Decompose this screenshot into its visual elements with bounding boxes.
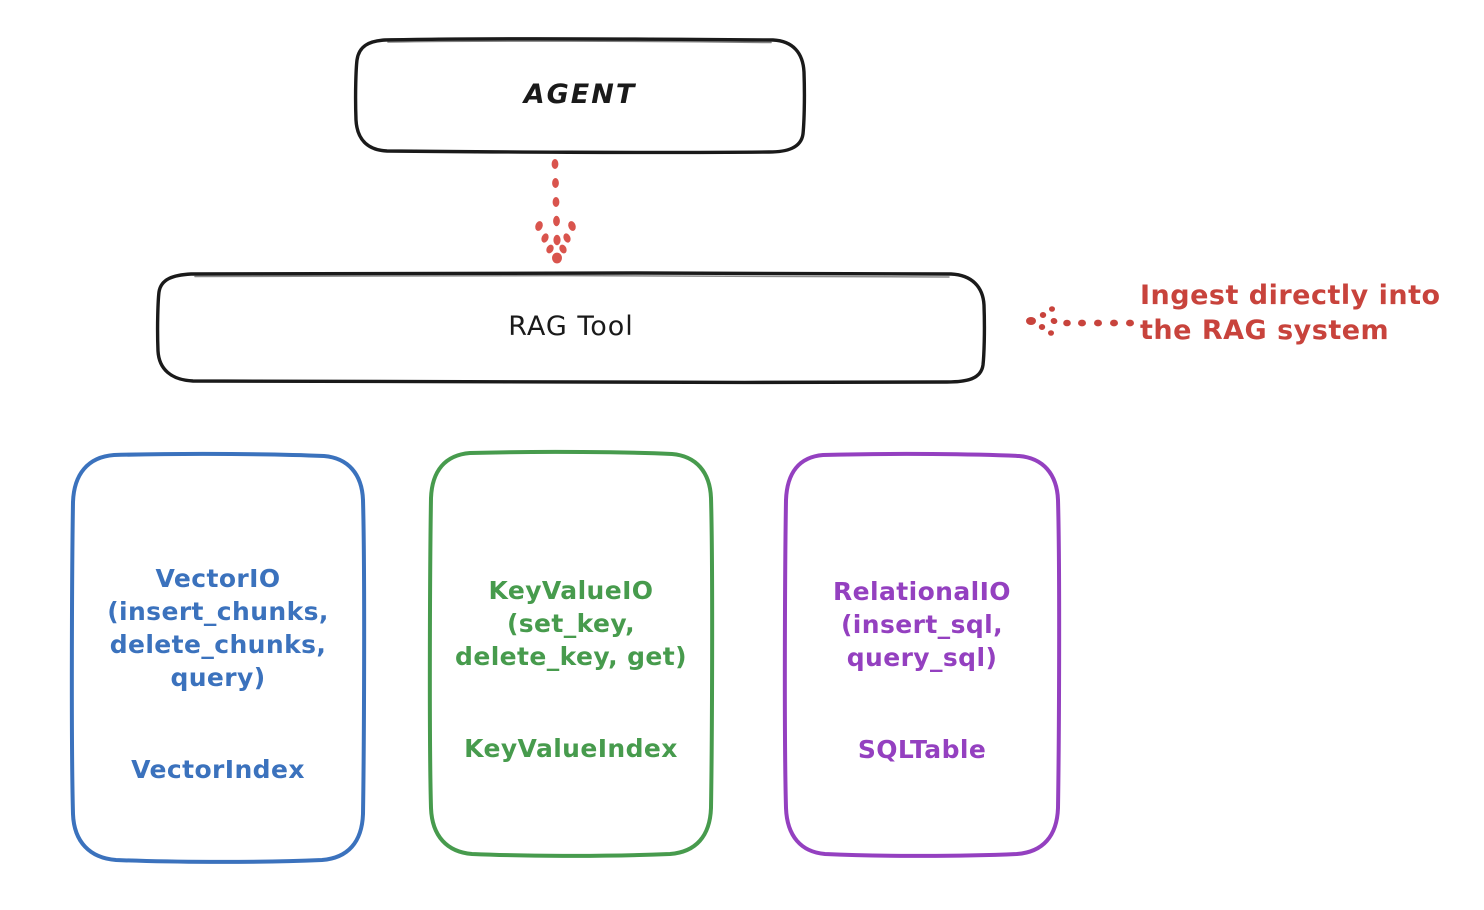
key-value-io-index-text: KeyValueIndex bbox=[464, 734, 678, 763]
edge-agent-to-rag-tool bbox=[535, 159, 576, 264]
relational-io-api-text: RelationalIO (insert_sql, query_sql) bbox=[833, 577, 1011, 672]
annotation-ingest-note: Ingest directly into the RAG system bbox=[1140, 280, 1441, 347]
key-value-io-api-text: KeyValueIO (set_key, delete_key, get) bbox=[455, 576, 687, 671]
node-relational-io-label: RelationalIO (insert_sql, query_sql) SQL… bbox=[827, 542, 1017, 766]
node-relational-io[interactable]: RelationalIO (insert_sql, query_sql) SQL… bbox=[782, 451, 1062, 858]
node-agent[interactable]: AGENT bbox=[353, 37, 807, 155]
edge-ingest-into-rag-system bbox=[1026, 306, 1134, 336]
spacer bbox=[455, 673, 687, 699]
node-rag-tool[interactable]: RAG Tool bbox=[155, 271, 987, 385]
node-agent-label: AGENT bbox=[523, 79, 637, 111]
vector-io-api-text: VectorIO (insert_chunks, delete_chunks, … bbox=[107, 564, 329, 692]
node-vector-io-label: VectorIO (insert_chunks, delete_chunks, … bbox=[101, 529, 335, 786]
node-key-value-io[interactable]: KeyValueIO (set_key, delete_key, get) Ke… bbox=[427, 449, 715, 858]
node-vector-io[interactable]: VectorIO (insert_chunks, delete_chunks, … bbox=[69, 451, 367, 864]
node-rag-tool-label: RAG Tool bbox=[508, 311, 634, 343]
relational-io-index-text: SQLTable bbox=[857, 735, 987, 764]
spacer bbox=[107, 694, 329, 720]
node-key-value-io-label: KeyValueIO (set_key, delete_key, get) Ke… bbox=[449, 541, 693, 765]
vector-io-index-text: VectorIndex bbox=[131, 755, 305, 784]
spacer bbox=[833, 674, 1011, 700]
